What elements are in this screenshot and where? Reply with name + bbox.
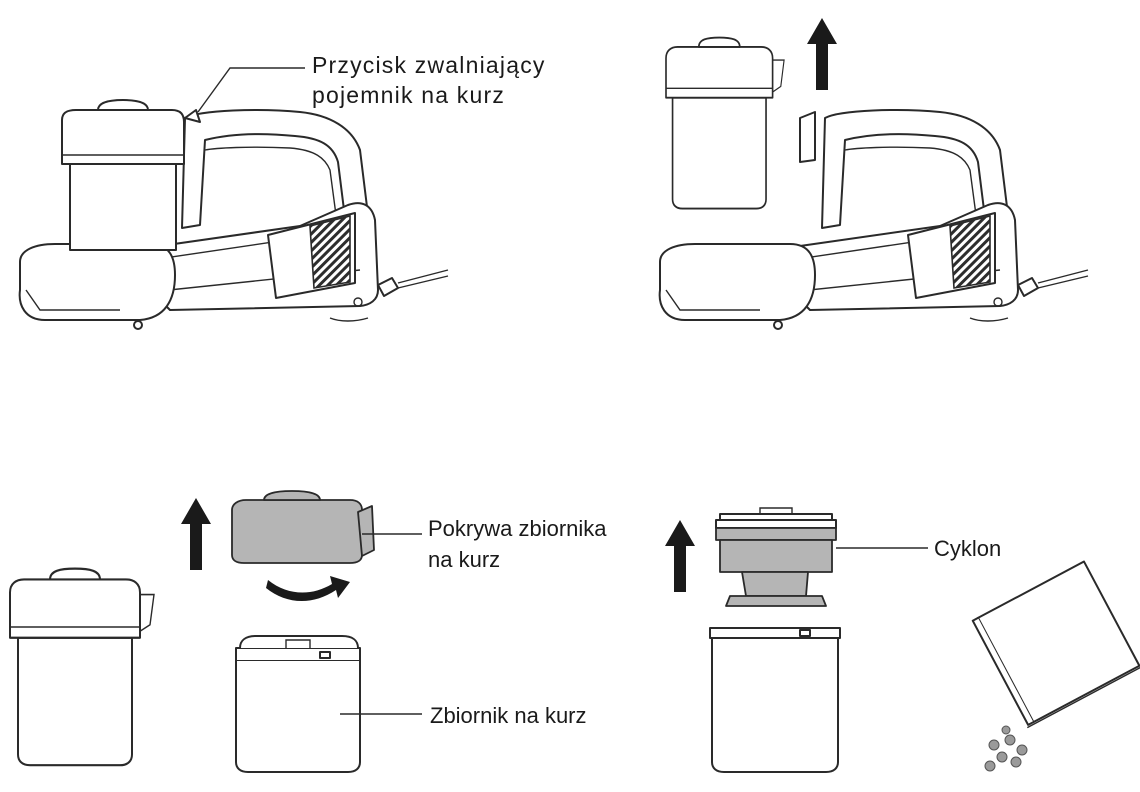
cyclone-removal-illustration	[665, 507, 1140, 773]
release-button-label-line1: Przycisk zwalniający	[312, 52, 546, 78]
dust-bin-label: Zbiornik na kurz	[430, 703, 587, 728]
release-button-label: Przycisk zwalniający pojemnik na kurz	[312, 50, 546, 110]
lid-removal-illustration	[8, 490, 422, 773]
vacuum-remove-container-illustration	[658, 18, 1089, 330]
vacuum-assembled-illustration	[18, 67, 449, 330]
cyclone-label: Cyklon	[934, 536, 1002, 561]
lid-label-line1: Pokrywa zbiornika	[428, 516, 607, 541]
lid-label-line2: na kurz	[428, 547, 501, 572]
release-button-label-line2: pojemnik na kurz	[312, 82, 506, 108]
lid-label: Pokrywa zbiornika na kurz	[428, 513, 607, 575]
